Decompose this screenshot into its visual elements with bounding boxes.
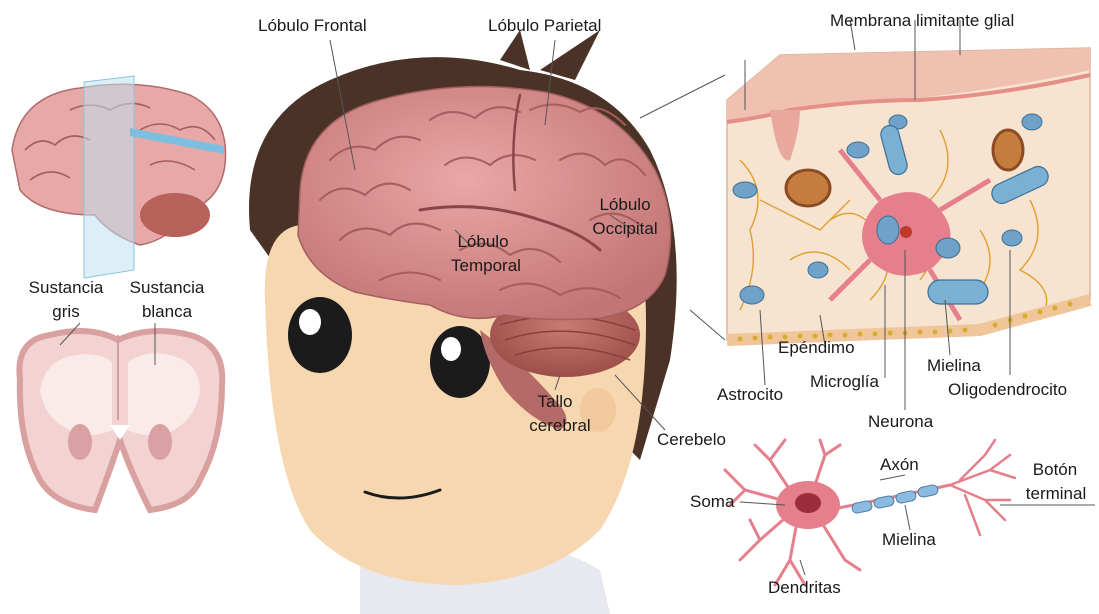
- label-sustancia-gris-line2: gris: [24, 302, 108, 322]
- label-soma: Soma: [690, 492, 734, 512]
- coronal-nucleus-right: [148, 424, 172, 460]
- label-mielina-tissue: Mielina: [927, 356, 981, 376]
- label-axon: Axón: [880, 455, 919, 475]
- lateral-brain-cutaway: [12, 76, 226, 278]
- label-neurona: Neurona: [868, 412, 933, 432]
- neuron-myelin-sheath: [851, 484, 939, 514]
- tissue-neuron-nucleus: [900, 226, 912, 238]
- label-boton-line1: Botón: [1025, 460, 1085, 480]
- label-lobulo-parietal: Lóbulo Parietal: [488, 16, 601, 36]
- neuron-axon-terminals: [950, 440, 1015, 535]
- character-left-eye-shine: [299, 309, 321, 335]
- label-dendritas: Dendritas: [768, 578, 841, 598]
- label-lobulo-frontal: Lóbulo Frontal: [258, 16, 367, 36]
- label-lobulo-temporal-line2: Temporal: [443, 256, 529, 276]
- label-oligodendrocito: Oligodendrocito: [948, 380, 1067, 400]
- label-microglia: Microglía: [810, 372, 879, 392]
- character-right-eye-shine: [441, 337, 461, 361]
- lateral-brain-cerebellum: [140, 193, 210, 237]
- label-tallo-line2: cerebral: [525, 416, 595, 436]
- tissue-block: [727, 48, 1090, 342]
- label-ependimo: Epéndimo: [778, 338, 855, 358]
- label-lobulo-occipital-line2: Occipital: [585, 219, 665, 239]
- label-lobulo-temporal-line1: Lóbulo: [448, 232, 518, 252]
- character-right-eye: [430, 326, 490, 398]
- coronal-section-plane: [84, 76, 134, 278]
- label-sustancia-gris-line1: Sustancia: [24, 278, 108, 298]
- label-boton-line2: terminal: [1018, 484, 1094, 504]
- blood-vessel-1: [786, 170, 830, 206]
- label-lobulo-occipital-line1: Lóbulo: [590, 195, 660, 215]
- coronal-nucleus-left: [68, 424, 92, 460]
- neuron-illustration: [725, 440, 1015, 585]
- blood-vessel-2: [993, 130, 1023, 170]
- label-tallo-line1: Tallo: [525, 392, 585, 412]
- character-left-eye: [288, 297, 352, 373]
- label-sustancia-blanca-line1: Sustancia: [124, 278, 210, 298]
- coronal-brain-section: [19, 331, 222, 510]
- label-membrana-limitante: Membrana limitante glial: [830, 11, 1014, 31]
- coronal-section-outer: [19, 331, 222, 510]
- label-cerebelo: Cerebelo: [657, 430, 726, 450]
- label-mielina-neuron: Mielina: [882, 530, 936, 550]
- label-astrocito: Astrocito: [717, 385, 783, 405]
- label-sustancia-blanca-line2: blanca: [124, 302, 210, 322]
- neuron-nucleus: [795, 493, 821, 513]
